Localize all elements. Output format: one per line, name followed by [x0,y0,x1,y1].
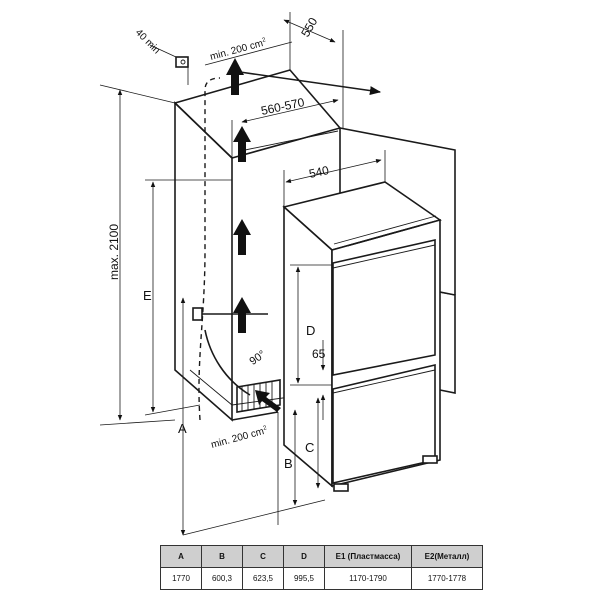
label-vent-top: min. 200 cm2 [209,37,268,63]
label-vent-bottom: min. 200 cm2 [210,425,269,451]
value-cell-e1: 1170-1790 [324,567,412,590]
airflow-arrows [226,58,382,412]
value-cell-a: 1770 [160,567,202,590]
label-dim-a: A [178,421,187,436]
mount-bracket-top [175,56,189,85]
value-cell-d: 995,5 [283,567,325,590]
header-cell-d: D [283,545,325,568]
label-dim-e: E [143,288,152,303]
table-value-row: 1770 600,3 623,5 995,5 1170-1790 1770-17… [160,567,483,590]
header-cell-e2: E2(Металл) [411,545,483,568]
table-header-row: A B C D E1 (Пластмасса) E2(Металл) [160,545,483,568]
airflow-path [198,77,251,421]
value-cell-b: 600,3 [201,567,243,590]
label-gap-top: 40 min [133,27,162,56]
mount-bracket-side [192,307,268,321]
label-dim-c: C [305,440,314,455]
header-cell-b: B [201,545,243,568]
label-dim-b: B [284,456,293,471]
dimension-lines [99,12,386,536]
label-appliance-width: 540 [308,163,331,181]
label-depth: 550 [298,15,320,40]
label-niche-width: 560-570 [260,95,306,118]
label-dim-65: 65 [312,347,326,361]
header-cell-a: A [160,545,202,568]
label-max-height: max. 2100 [107,224,121,280]
value-cell-c: 623,5 [242,567,284,590]
header-cell-c: C [242,545,284,568]
header-cell-e1: E1 (Пластмасса) [324,545,412,568]
label-dim-d: D [306,323,315,338]
label-angle: 90° [247,348,268,367]
dimensions-table: A B C D E1 (Пластмасса) E2(Металл) 1770 … [160,545,483,590]
value-cell-e2: 1770-1778 [411,567,483,590]
